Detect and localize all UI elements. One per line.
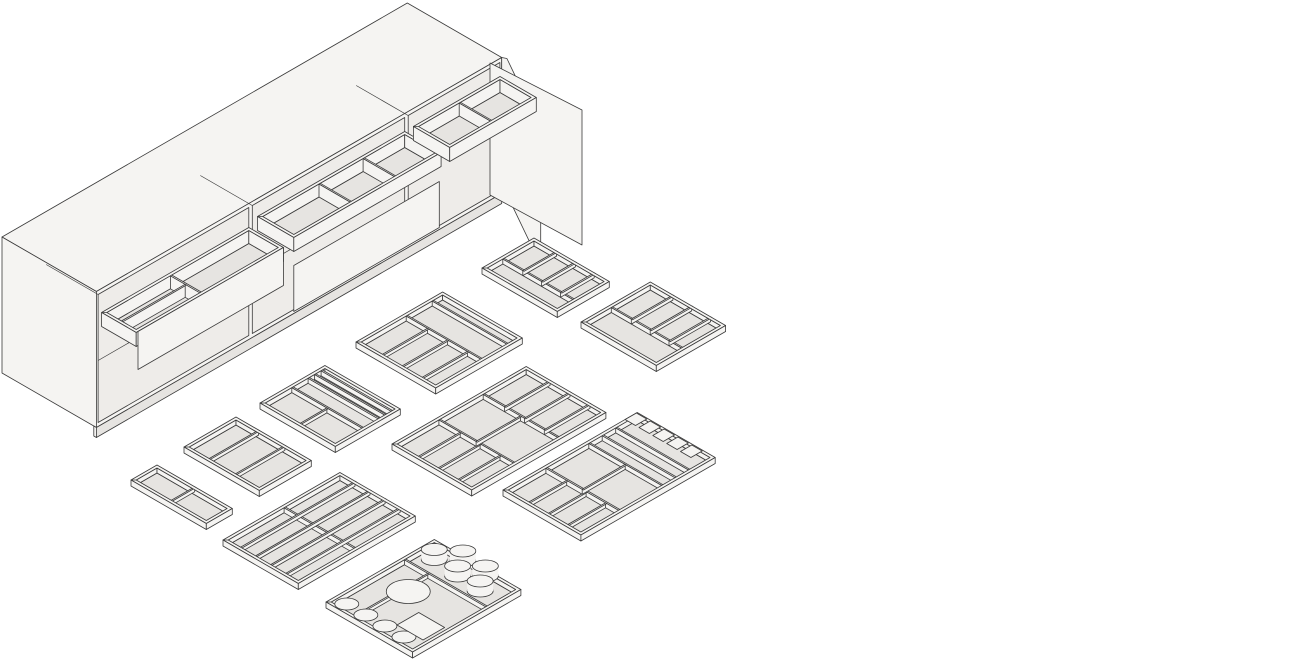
tray-rim <box>502 412 716 536</box>
drawer-insert-10 <box>325 539 522 659</box>
canister-lid <box>466 574 494 588</box>
tray-front-face <box>258 460 312 497</box>
tray-rim <box>355 291 523 389</box>
tray-rim <box>391 366 607 491</box>
canister-lid <box>449 544 477 558</box>
spice-container <box>624 412 648 426</box>
tray-front-face <box>580 457 716 542</box>
drawer-insert-8 <box>502 412 716 542</box>
tray-front-face <box>471 412 607 497</box>
tray-front-face <box>435 337 523 395</box>
canister-lid <box>444 559 472 573</box>
tray-front-face <box>556 281 610 318</box>
spice-container <box>666 436 689 450</box>
tray-front-face <box>205 508 233 530</box>
drawer-insert-4 <box>580 281 726 372</box>
drawer-front-1 <box>137 247 284 370</box>
spice-container <box>638 420 661 434</box>
tray-rim <box>183 416 312 491</box>
tray-rim <box>259 365 401 447</box>
cabinet-divider-edge <box>356 85 409 116</box>
canister-lid <box>471 559 499 573</box>
drawer-insert-2 <box>183 416 312 497</box>
cabinet <box>1 2 583 438</box>
tray-front-face <box>293 152 442 252</box>
cabinet-divider-edge <box>45 264 99 295</box>
tray-rim <box>130 464 233 524</box>
canister-lid <box>420 543 448 556</box>
tray-rim <box>222 472 416 584</box>
drawer-insert-1 <box>130 464 233 530</box>
tray-rim <box>101 227 284 333</box>
gastronorm-pan-2 <box>353 608 379 622</box>
cutting-board-insert <box>396 612 446 641</box>
tray-front-face <box>334 408 401 453</box>
gastronorm-pan-4 <box>391 630 417 644</box>
tray-rim <box>481 237 610 312</box>
cabinet-divider-edge <box>200 175 253 206</box>
tray-divider-top <box>475 415 523 443</box>
tray-rim <box>412 76 537 148</box>
gastronorm-pan-3 <box>372 619 398 633</box>
drawer-insert-9 <box>222 472 416 590</box>
spice-container <box>680 444 703 458</box>
drawer-insert-7 <box>391 366 607 497</box>
drawer-front-2 <box>293 181 440 312</box>
drawer-insert-5 <box>355 291 523 395</box>
tray-divider-top <box>581 463 627 491</box>
tray-front-face <box>412 589 522 659</box>
tray-front-face <box>297 515 416 590</box>
tray-rim <box>580 281 726 366</box>
round-bowl-insert <box>385 579 431 604</box>
tray-front-face <box>655 325 726 372</box>
spice-container <box>652 428 675 442</box>
cabinet-plinth-front <box>96 193 503 438</box>
drawer-insert-3 <box>481 237 610 318</box>
drawer-inserts <box>130 237 726 659</box>
drawer-insert-6 <box>259 365 401 453</box>
tray-front-face <box>449 97 537 162</box>
gastronorm-pan-1 <box>334 597 360 611</box>
